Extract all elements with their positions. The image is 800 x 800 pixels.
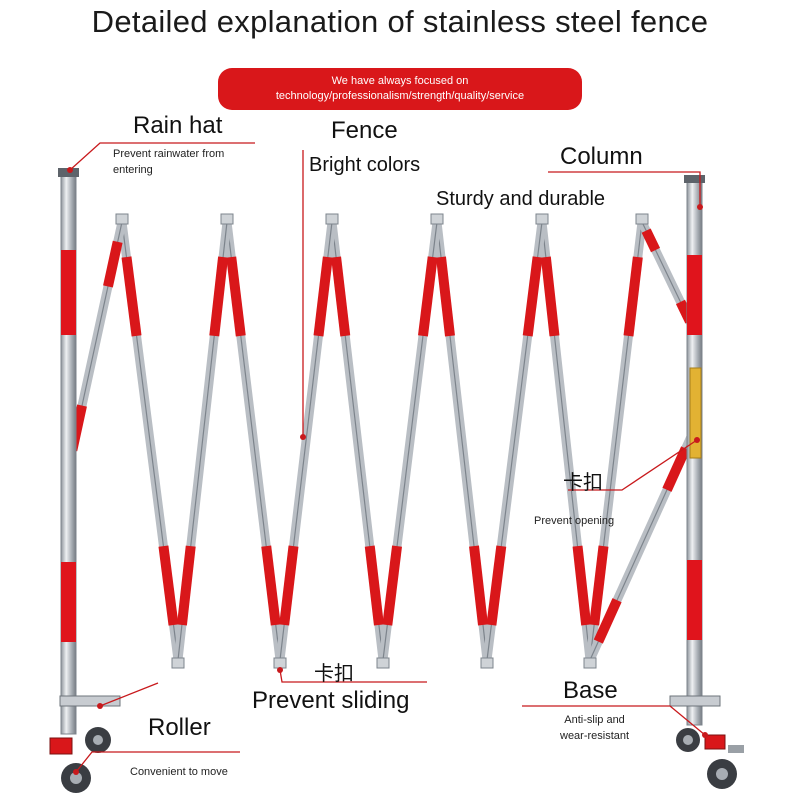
base-desc-line-2: wear-resistant <box>560 730 630 742</box>
banner-line-1: We have always focused on <box>331 75 469 87</box>
fence-bar-red-sleeve <box>226 256 246 337</box>
callout-leaders <box>69 142 706 773</box>
rain-hat-desc-line-1: Prevent rainwater from <box>113 148 225 160</box>
fence-bar-red-sleeve <box>540 256 560 337</box>
base-desc-line-1: Anti-slip and <box>564 714 625 726</box>
clip-upper-title: 卡扣 <box>563 472 603 494</box>
hinge-cap-top <box>535 213 549 225</box>
fence-bar-red-sleeve <box>313 256 333 337</box>
scissor-fence-bars <box>63 213 699 669</box>
hinge-cap-top <box>325 213 339 225</box>
callout-dots <box>67 167 708 775</box>
fence-bar-red-sleeve <box>261 545 281 626</box>
fence-bar-red-sleeve <box>209 256 229 337</box>
clip-lower-title: 卡扣 <box>314 663 354 685</box>
fence-bar-red-sleeve <box>158 545 179 626</box>
slogan-banner: We have always focused on technology/pro… <box>218 68 582 110</box>
fence-bar-red-sleeve <box>469 545 488 626</box>
fence-bar-red-sleeve <box>176 545 196 626</box>
fence-bar-red-sleeve <box>382 545 403 626</box>
hinge-cap-bottom <box>376 657 390 669</box>
base-title: Base <box>563 677 618 704</box>
fence-title: Fence <box>331 117 398 144</box>
fence-bar-red-sleeve <box>572 545 592 626</box>
hinge-cap-top <box>115 213 129 225</box>
rain-hat-desc-line-2: entering <box>113 164 153 176</box>
rain-hat-title: Rain hat <box>133 112 223 139</box>
hinge-cap-top <box>220 213 234 225</box>
fence-bar-red-sleeve <box>279 545 299 626</box>
hinge-cap-bottom <box>583 657 597 669</box>
column-desc: Sturdy and durable <box>436 188 606 210</box>
fence-bar-red-sleeve <box>331 256 351 337</box>
fence-bar-red-sleeve <box>662 446 691 492</box>
clip-lower-desc: Prevent sliding <box>252 687 410 714</box>
fence-bar-red-sleeve <box>364 545 384 626</box>
left-base <box>49 695 121 793</box>
fence-bar-red-sleeve <box>103 240 123 288</box>
banner-line-2: technology/professionalism/strength/qual… <box>275 90 525 102</box>
page-title: Detailed explanation of stainless steel … <box>91 4 709 39</box>
fence-bar-red-sleeve <box>522 256 543 337</box>
left-column <box>58 168 79 735</box>
base-desc: Anti-slip and wear-resistant <box>560 712 629 744</box>
hinge-cap-bottom <box>171 657 185 669</box>
fence-bar-red-sleeve <box>486 545 507 626</box>
fence-bar-red-sleeve <box>589 545 609 626</box>
fence-desc: Bright colors <box>309 154 421 176</box>
fence-bar-red-sleeve <box>593 598 622 644</box>
roller-desc: Convenient to move <box>130 766 228 778</box>
roller-title: Roller <box>148 714 211 741</box>
hinge-cap-bottom <box>480 657 494 669</box>
rain-hat-desc: Prevent rainwater from entering <box>113 146 224 178</box>
hinge-cap-top <box>430 213 444 225</box>
fence-bar-red-sleeve <box>121 256 142 337</box>
fence-bar-red-sleeve <box>417 256 438 337</box>
right-column <box>684 175 705 726</box>
right-base <box>669 695 744 789</box>
hinge-cap-top <box>635 213 649 225</box>
fence-bar-red-sleeve <box>436 256 455 337</box>
column-title: Column <box>560 143 643 170</box>
clip-upper-desc: Prevent opening <box>534 515 615 527</box>
latch-plate <box>689 367 702 459</box>
fence-bar-red-sleeve <box>641 228 661 253</box>
hinge-cap-bottom <box>273 657 287 669</box>
fence-bar-red-sleeve <box>623 256 643 337</box>
